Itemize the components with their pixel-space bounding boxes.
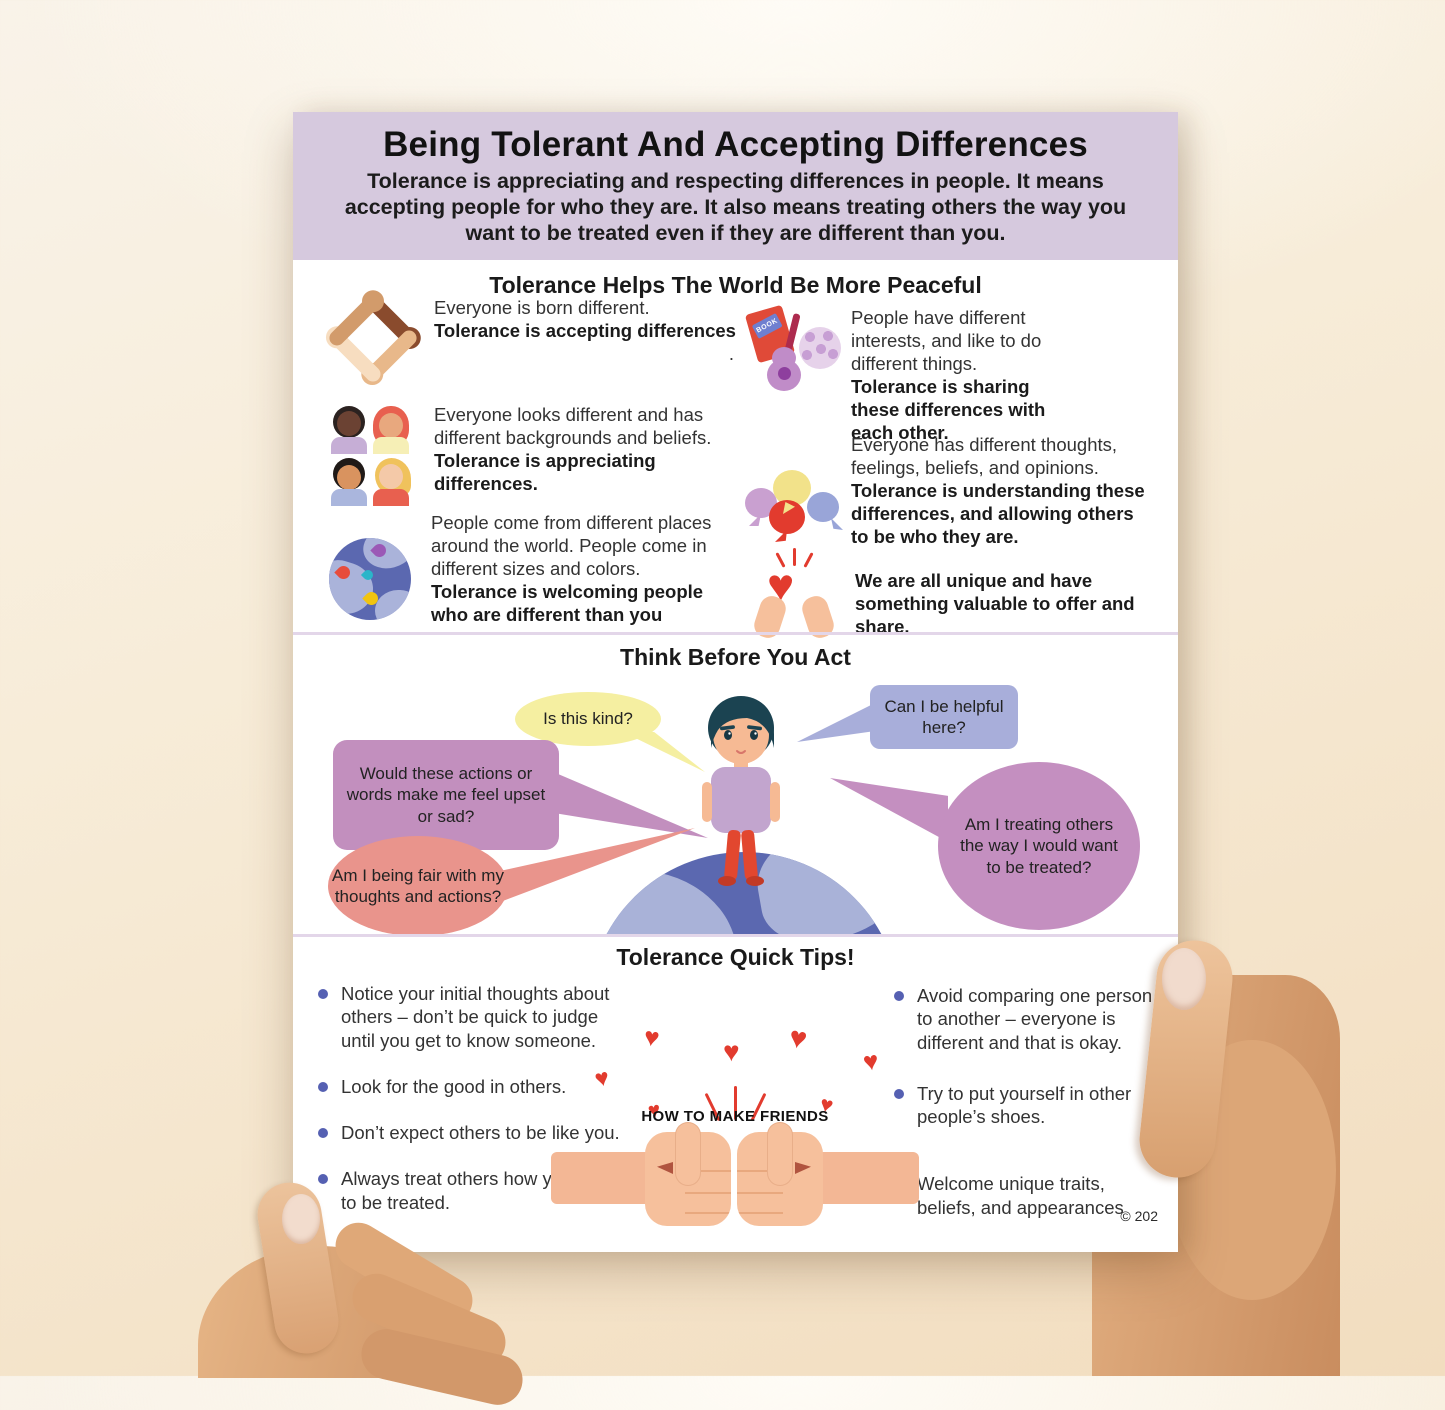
guitar-soundhole — [778, 367, 791, 380]
heart-icon: ♥ — [592, 1063, 612, 1094]
photo-background: Being Tolerant And Accepting Differences… — [0, 0, 1445, 1376]
tip-item: Always treat others how you want to be t… — [315, 1167, 627, 1214]
tolerance-poster: Being Tolerant And Accepting Differences… — [293, 112, 1178, 1252]
thought-bubble-treating-others: Am I treating others the way I would wan… — [938, 762, 1140, 930]
section-think-heading: Think Before You Act — [620, 644, 851, 670]
section-peaceful-heading: Tolerance Helps The World Be More Peacef… — [489, 272, 982, 298]
poster-subtitle: Tolerance is appreciating and respecting… — [344, 169, 1127, 245]
right-thumb — [767, 1122, 793, 1186]
heart-icon: ♥ — [723, 1036, 740, 1067]
left-arm — [551, 1152, 651, 1204]
thought-bubble-fair: Am I being fair with my thoughts and act… — [328, 836, 508, 934]
diverse-faces-icon — [328, 404, 420, 508]
bubble-tail — [830, 778, 948, 842]
thought-bubble-helpful: Can I be helpful here? — [870, 685, 1018, 749]
copyright-text: © 202 — [1120, 1208, 1158, 1224]
face-hijab-girl — [372, 406, 412, 454]
peaceful-item-unique: ♥ We are all unique and have something v… — [749, 548, 1171, 642]
left-thumb — [675, 1122, 701, 1186]
poster-header-band: Being Tolerant And Accepting Differences… — [293, 112, 1178, 260]
disco-ball-icon — [799, 327, 841, 369]
peaceful-item-text: Everyone looks different and has differe… — [434, 404, 744, 496]
peaceful-item-looks-different: Everyone looks different and has differe… — [328, 404, 748, 508]
tip-item: Avoid comparing one person to another – … — [891, 984, 1161, 1054]
peaceful-item-born-different: Everyone is born different. Tolerance is… — [326, 291, 748, 385]
tips-list-left: Notice your initial thoughts about other… — [315, 982, 627, 1237]
fist-bump-caption: HOW TO MAKE FRIENDS — [641, 1108, 829, 1125]
section-divider — [293, 934, 1178, 937]
hand-arm-medium — [326, 294, 381, 349]
speech-bubbles-icon — [745, 470, 843, 542]
tip-item: Don’t expect others to be like you. — [315, 1121, 627, 1144]
poster-title: Being Tolerant And Accepting Differences — [383, 125, 1088, 165]
peaceful-item-text: People have different interests, and lik… — [851, 307, 1083, 445]
section-divider — [293, 632, 1178, 635]
item-bold-text: Tolerance is understanding these differe… — [851, 479, 1145, 547]
item-text: Everyone has different thoughts, feeling… — [851, 434, 1118, 478]
item-text: People have different interests, and lik… — [851, 307, 1042, 374]
heart-icon: ♥ — [786, 1020, 810, 1057]
peaceful-item-places: People come from different places around… — [325, 512, 749, 627]
peaceful-item-thoughts: Everyone has different thoughts, feeling… — [745, 434, 1171, 549]
bubble-periwinkle — [807, 492, 839, 522]
item-text: People come from different places around… — [431, 512, 712, 579]
face-blonde-girl — [372, 458, 412, 506]
item-bold-text: Tolerance is welcoming people who are di… — [431, 580, 704, 625]
peaceful-item-text: We are all unique and have something val… — [855, 570, 1155, 639]
right-arm — [817, 1152, 919, 1204]
item-text: Everyone is born different. — [434, 297, 650, 318]
tip-item: Welcome unique traits, beliefs, and appe… — [891, 1172, 1161, 1219]
think-before-you-act-scene: Is this kind? Can I be helpful here? Wou… — [293, 680, 1178, 934]
tip-item: Notice your initial thoughts about other… — [315, 982, 627, 1052]
fist-bump-illustration: ♥ ♥ ♥ ♥ ♥ ♥ ♥ HOW TO MAKE FRIENDS — [551, 1004, 919, 1229]
face-dark-girl — [330, 406, 370, 454]
quick-tips-area: Notice your initial thoughts about other… — [293, 974, 1178, 1226]
left-thumbnail — [282, 1194, 320, 1244]
peaceful-item-interests: BOOK People have different interests, an… — [744, 304, 1171, 445]
heart-in-hands-icon: ♥ — [749, 548, 841, 642]
tip-item: Look for the good in others. — [315, 1075, 627, 1098]
item-suffix: . — [728, 342, 734, 364]
boy-character — [702, 696, 780, 886]
linked-hands-icon — [326, 291, 420, 385]
peaceful-item-text: Everyone has different thoughts, feeling… — [851, 434, 1151, 549]
hobbies-icon: BOOK — [744, 304, 841, 399]
section-tips-heading: Tolerance Quick Tips! — [616, 944, 855, 970]
item-bold-text: Tolerance is sharing these differences w… — [851, 375, 1046, 443]
thought-bubble-actions-words: Would these actions or words make me fee… — [333, 740, 559, 850]
globe-pins-icon — [325, 536, 417, 624]
peaceful-item-text: Everyone is born different. Tolerance is… — [434, 297, 736, 366]
face-boy — [330, 458, 370, 506]
thought-bubble-is-this-kind: Is this kind? — [515, 692, 661, 746]
impact-line — [734, 1086, 737, 1120]
item-bold-text: Tolerance is appreciating differences. — [434, 449, 656, 494]
item-bold-text: Tolerance is accepting differences — [434, 319, 736, 341]
tip-item: Try to put yourself in other people’s sh… — [891, 1082, 1161, 1129]
peaceful-item-text: People come from different places around… — [431, 512, 743, 627]
right-thumbnail — [1162, 948, 1206, 1010]
item-bold-text: We are all unique and have something val… — [855, 570, 1135, 637]
tips-list-right: Avoid comparing one person to another – … — [891, 984, 1161, 1247]
item-text: Everyone looks different and has differe… — [434, 404, 712, 448]
heart-icon: ♥ — [860, 1045, 881, 1077]
heart-icon: ♥ — [641, 1021, 662, 1053]
